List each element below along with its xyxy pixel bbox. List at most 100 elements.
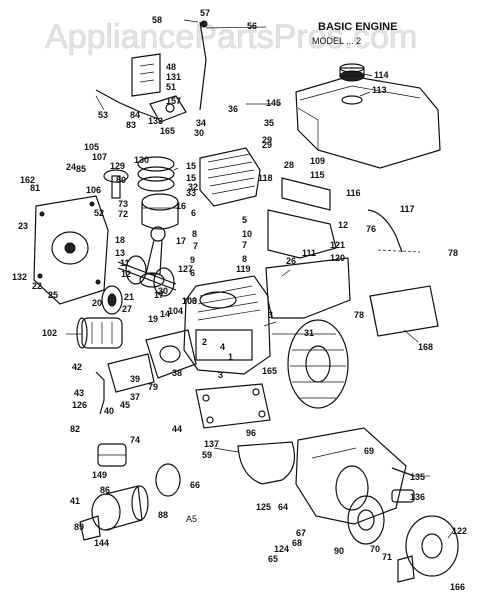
callout-label: 30: [158, 286, 168, 296]
callout-label: 12: [121, 269, 131, 279]
callout-label: 18: [115, 235, 125, 245]
callout-label: 81: [30, 183, 40, 193]
callout-label: 40: [104, 406, 114, 416]
governor-lever[interactable]: [149, 95, 187, 123]
callout-label: 17: [154, 290, 164, 300]
callout-label: 66: [190, 480, 200, 490]
callout-label: 37: [130, 392, 140, 402]
spark-plug-wire[interactable]: [367, 209, 403, 253]
timing-gear[interactable]: [101, 285, 123, 315]
recoil-starter[interactable]: [397, 515, 459, 583]
callout-label: 52: [94, 208, 104, 218]
starter-pulley[interactable]: [347, 495, 385, 545]
callout-label: 51: [166, 82, 176, 92]
callout-label: 113: [372, 85, 387, 95]
carburetor-body[interactable]: [107, 329, 197, 393]
cylinder-head[interactable]: [199, 147, 261, 207]
flywheel[interactable]: [287, 319, 349, 409]
base-gasket[interactable]: [195, 383, 271, 429]
callout-label: 14: [160, 309, 170, 319]
callout-label: 72: [118, 209, 128, 219]
callout-label: 144: [94, 538, 109, 548]
callout-label: 43: [74, 388, 84, 398]
callout-label: 109: [310, 156, 325, 166]
callout-label: 20: [92, 298, 102, 308]
callout-label: 45: [120, 400, 130, 410]
callout-label: 96: [246, 428, 256, 438]
callout-label: 102: [42, 328, 57, 338]
mounting-bracket[interactable]: [267, 209, 337, 259]
fuel-cap[interactable]: [339, 63, 365, 82]
callout-label: 78: [354, 310, 364, 320]
callout-label: 127: [178, 264, 193, 274]
callout-label: 8: [192, 229, 197, 239]
starter-handle[interactable]: [391, 467, 415, 503]
callout-label: 7: [193, 241, 198, 251]
engine-block[interactable]: [183, 275, 271, 375]
throttle-rod[interactable]: [95, 89, 157, 119]
blower-shroud[interactable]: [265, 257, 351, 319]
callout-label: 16: [176, 201, 186, 211]
figure-tag: A5: [186, 514, 197, 524]
callout-label: 100: [182, 296, 197, 306]
callout-label: 120: [330, 253, 345, 263]
callout-label: 9: [190, 255, 195, 265]
owners-manual[interactable]: [369, 285, 439, 337]
callout-label: 3: [268, 310, 273, 320]
callout-label: 19: [148, 314, 158, 324]
callout-label: 65: [268, 554, 278, 564]
callout-label: 118: [258, 173, 273, 183]
callout-label: 67: [296, 528, 306, 538]
connecting-rod[interactable]: [139, 226, 166, 288]
fuel-line[interactable]: [95, 371, 105, 415]
callout-label: 88: [158, 510, 168, 520]
air-cleaner[interactable]: [79, 485, 149, 541]
callout-label: 44: [172, 424, 182, 434]
callout-label: 74: [130, 435, 140, 445]
callout-label: 58: [152, 15, 162, 25]
crankcase-cover[interactable]: [33, 195, 109, 305]
callout-label: 132: [12, 272, 27, 282]
piston-rings[interactable]: [137, 156, 175, 192]
callout-label: 145: [266, 98, 281, 108]
callout-label: 6: [191, 208, 196, 218]
fuel-tank[interactable]: [295, 75, 441, 169]
o-ring-gasket[interactable]: [155, 463, 181, 497]
callout-label: 124: [274, 544, 289, 554]
crankshaft[interactable]: [117, 255, 177, 297]
callout-label: 135: [410, 472, 425, 482]
camshaft[interactable]: [103, 169, 129, 199]
callout-label: 104: [168, 306, 183, 316]
blower-housing[interactable]: [295, 427, 407, 525]
callout-label: 10: [242, 229, 252, 239]
air-deflector[interactable]: [237, 441, 295, 485]
muffler[interactable]: [76, 317, 123, 349]
callout-label: 157: [166, 96, 181, 106]
callout-label: 130: [134, 155, 149, 165]
callout-label: 12: [338, 220, 348, 230]
callout-label: 105: [84, 142, 99, 152]
callout-label: 114: [374, 70, 389, 80]
fuel-filter[interactable]: [97, 443, 127, 467]
callout-label: 71: [382, 552, 392, 562]
callout-label: 30: [194, 128, 204, 138]
tank-bracket[interactable]: [281, 177, 331, 211]
callout-label: 168: [418, 342, 433, 352]
breather-tube: [377, 249, 421, 253]
callout-label: 115: [310, 170, 325, 180]
model-line: MODEL ... 2: [312, 36, 361, 46]
callout-label: 7: [242, 240, 247, 250]
callout-label: 69: [364, 446, 374, 456]
callout-label: 117: [400, 204, 415, 214]
callout-label: 131: [166, 72, 181, 82]
callout-label: 70: [370, 544, 380, 554]
callout-label: 129: [110, 161, 125, 171]
carburetor-linkage[interactable]: [131, 20, 208, 111]
callout-label: 149: [92, 470, 107, 480]
callout-label: 29: [262, 140, 272, 150]
piston[interactable]: [141, 193, 179, 230]
callout-label: 6: [190, 268, 195, 278]
callout-label: 121: [330, 240, 345, 250]
callout-label: 56: [247, 21, 257, 31]
